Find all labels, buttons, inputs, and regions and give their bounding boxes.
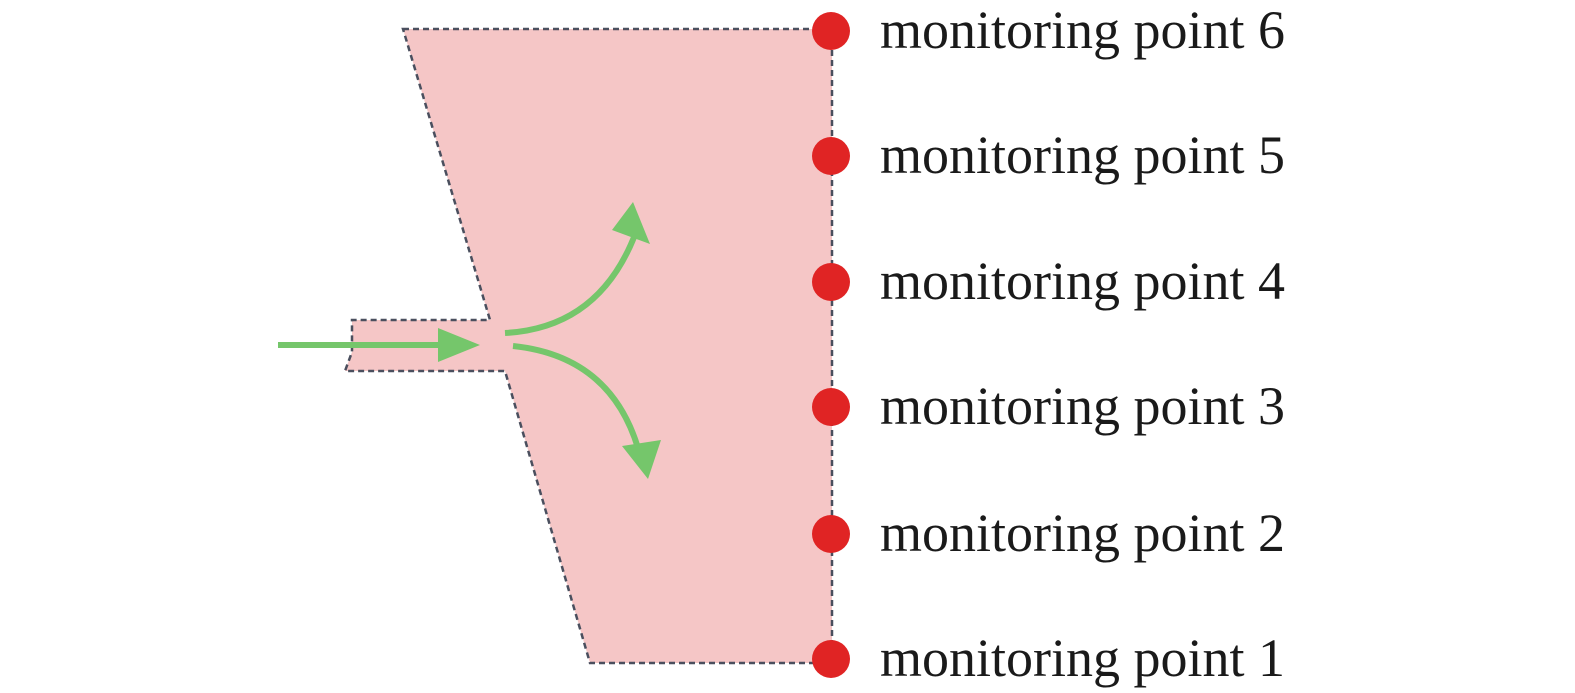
monitoring-point-6-label: monitoring point 6 [880,0,1285,60]
inlet-arrow [278,328,480,362]
downward-branch-arrow-head [622,440,661,479]
monitoring-point-2-label: monitoring point 2 [880,503,1285,563]
upward-branch-arrow [504,202,650,336]
monitoring-point-3-label: monitoring point 3 [880,376,1285,436]
inlet-arrow-head [438,328,480,362]
monitoring-points: monitoring point 6 monitoring point 5 mo… [812,0,1285,688]
monitoring-point-3-marker [812,388,850,426]
monitoring-point-4-label: monitoring point 4 [880,251,1285,311]
monitoring-point-1-marker [812,640,850,678]
monitoring-point-1-label: monitoring point 1 [880,628,1285,688]
monitoring-point-4-marker [812,263,850,301]
monitoring-point-2-marker [812,515,850,553]
flow-region [343,27,834,665]
monitoring-point-5-marker [812,137,850,175]
monitoring-point-6-marker [812,12,850,50]
monitoring-point-5-label: monitoring point 5 [880,125,1285,185]
upward-branch-arrow-head [612,202,650,244]
downward-branch-arrow [512,343,661,479]
